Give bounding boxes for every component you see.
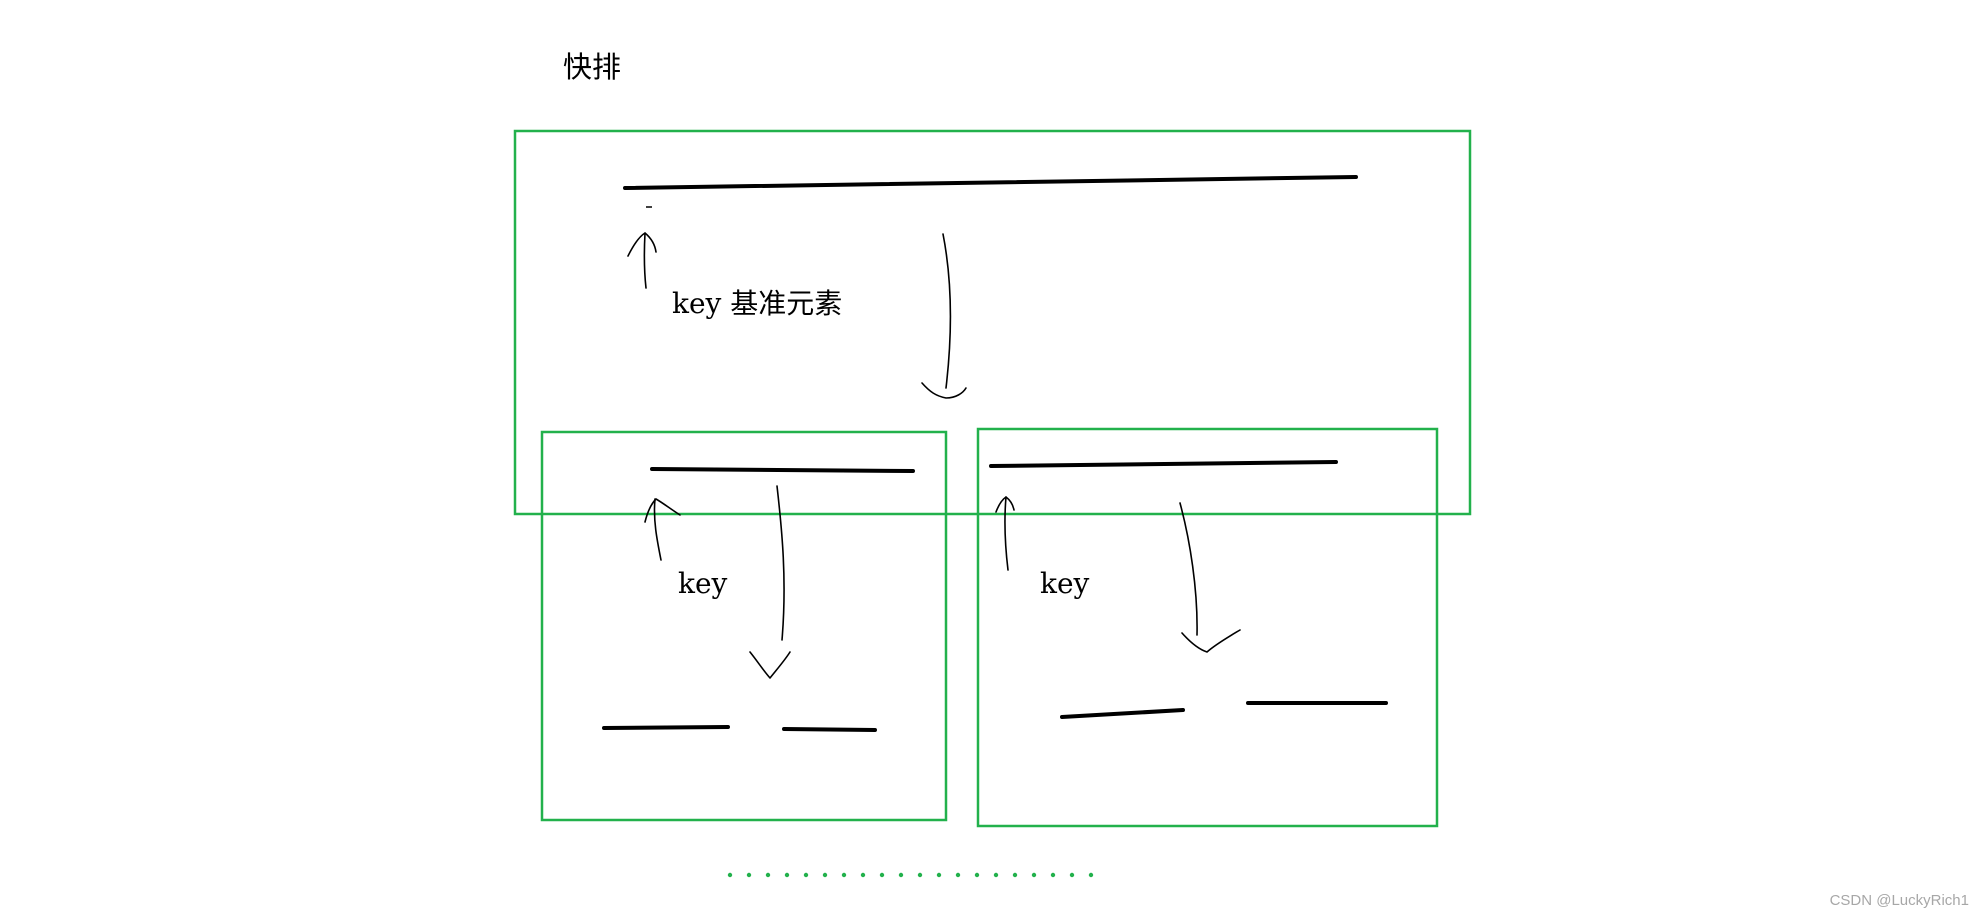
key-pointer-arrow-icon xyxy=(627,232,657,289)
diagram-title: 快排 xyxy=(563,50,622,84)
right-key-pointer-arrow-icon xyxy=(995,496,1015,571)
left-result-segment-1 xyxy=(602,725,730,730)
right-key-label: key xyxy=(1040,567,1090,600)
split-down-arrow-icon xyxy=(921,233,967,399)
ellipsis-dot xyxy=(746,872,752,878)
ellipsis-dot xyxy=(955,872,961,878)
right-split-down-arrow-icon xyxy=(1179,502,1241,653)
ellipsis-dot xyxy=(860,872,866,878)
ellipsis-dot xyxy=(841,872,847,878)
ellipsis-dot xyxy=(765,872,771,878)
watermark: CSDN @LuckyRich1 xyxy=(1829,892,1969,909)
ellipsis-dot xyxy=(917,872,923,878)
left-key-pointer-arrow-icon xyxy=(644,498,681,561)
ellipsis-dot xyxy=(822,872,828,878)
ellipsis-dot xyxy=(993,872,999,878)
ellipsis-dot xyxy=(1012,872,1018,878)
right-subarray-box xyxy=(976,427,1439,828)
ellipsis-dot xyxy=(974,872,980,878)
right-subarray-line xyxy=(989,460,1338,468)
left-split-down-arrow-icon xyxy=(749,485,791,679)
continuation-ellipsis xyxy=(727,872,1094,878)
left-subarray-box xyxy=(540,430,948,822)
ellipsis-dot xyxy=(1069,872,1075,878)
ellipsis-dot xyxy=(803,872,809,878)
key-pivot-label: key 基准元素 xyxy=(672,287,843,320)
left-subarray-line xyxy=(650,467,915,473)
right-result-segment-1 xyxy=(1060,708,1185,719)
outer-partition-box xyxy=(513,129,1472,516)
left-result-segment-2 xyxy=(782,727,877,732)
ellipsis-dot xyxy=(784,872,790,878)
ellipsis-dot xyxy=(879,872,885,878)
ellipsis-dot xyxy=(1050,872,1056,878)
ellipsis-dot xyxy=(1031,872,1037,878)
ellipsis-dot xyxy=(727,872,733,878)
left-key-label: key xyxy=(678,567,728,600)
ellipsis-dot xyxy=(898,872,904,878)
ellipsis-dot xyxy=(1088,872,1094,878)
ellipsis-dot xyxy=(936,872,942,878)
full-array-line xyxy=(623,175,1358,190)
